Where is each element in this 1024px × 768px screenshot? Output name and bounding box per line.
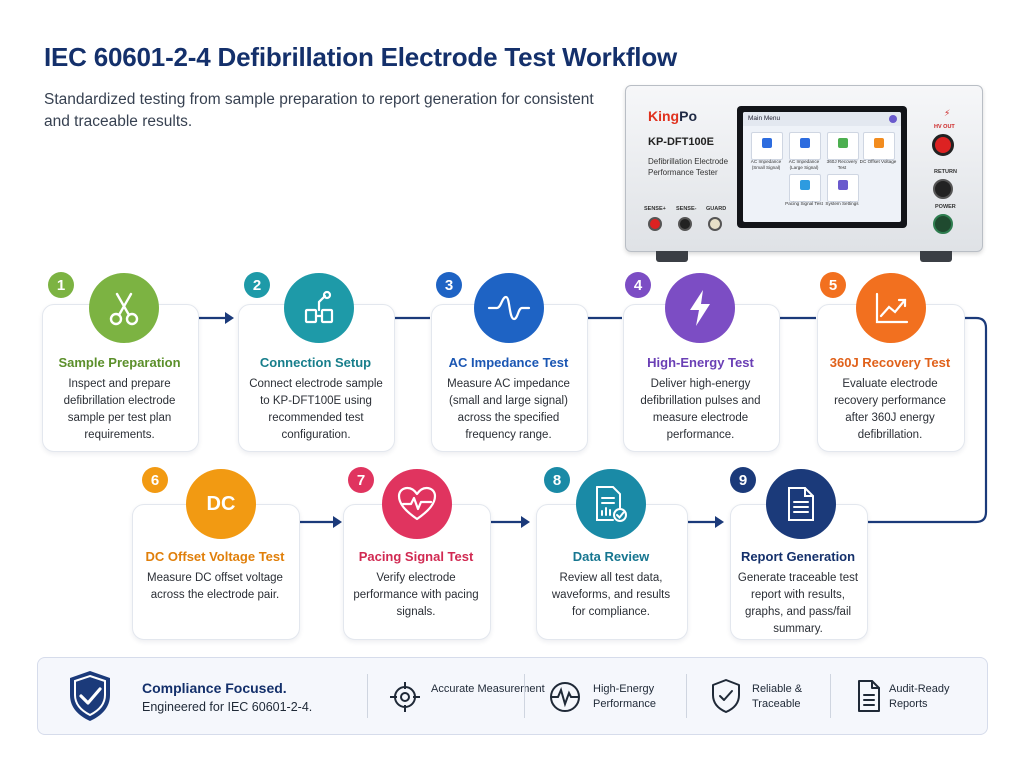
menu-tile-settings	[827, 174, 859, 202]
lightning-icon	[665, 273, 735, 343]
step-number-badge: 1	[48, 272, 74, 298]
report-icon	[766, 469, 836, 539]
gear-icon	[889, 115, 897, 123]
feature-label: Audit-Ready Reports	[889, 683, 950, 710]
step-title: High-Energy Test	[647, 355, 754, 370]
menu-tile-pacing	[789, 174, 821, 202]
pulse-icon	[548, 680, 582, 719]
heart-pulse-icon	[382, 469, 452, 539]
arrowhead	[715, 516, 724, 528]
menu-label: Pacing Signal Test	[785, 201, 823, 206]
power-button	[933, 214, 953, 234]
device-description: Defibrillation Electrode Performance Tes…	[648, 157, 729, 177]
device-model: KP-DFT100E	[648, 136, 715, 148]
divider	[686, 674, 687, 718]
device-brand: KingPo	[648, 108, 697, 124]
step-number-badge: 3	[436, 272, 462, 298]
tester-device: KingPo KP-DFT100E Defibrillation Electro…	[625, 85, 983, 262]
arrowhead	[225, 312, 234, 324]
guard-jack	[708, 217, 722, 231]
page-title: IEC 60601-2-4 Defibrillation Electrode T…	[44, 42, 678, 72]
connection-icon	[284, 273, 354, 343]
step-description: Deliver high-energy defibrillation pulse…	[640, 378, 761, 441]
device-foot	[656, 251, 688, 262]
jack-label: GUARD	[706, 206, 727, 212]
menu-tile-dc-offset	[863, 132, 895, 160]
step-description: Measure DC offset voltage across the ele…	[147, 572, 283, 601]
arrowhead	[333, 516, 342, 528]
step-number-badge: 7	[348, 467, 374, 493]
jack-label: HV OUT	[934, 124, 955, 130]
sense-positive-jack	[648, 217, 662, 231]
jack-label: POWER	[935, 204, 956, 210]
menu-label: System Settings	[825, 201, 859, 206]
screen-header: Main Menu	[743, 112, 901, 126]
jack-label: SENSE-	[676, 206, 697, 212]
step-number-badge: 6	[142, 467, 168, 493]
compliance-title: Compliance Focused.	[142, 680, 287, 696]
step-number-badge: 4	[625, 272, 651, 298]
step-description: Inspect and prepare defibrillation elect…	[63, 378, 176, 441]
step-description: Review all test data, waveforms, and res…	[551, 572, 671, 618]
step-number-badge: 8	[544, 467, 570, 493]
step-title: 360J Recovery Test	[829, 355, 951, 370]
step-title: DC Offset Voltage Test	[145, 549, 285, 564]
trend-chart-icon	[856, 273, 926, 343]
menu-tile-recovery	[827, 132, 859, 160]
menu-tile-ac-small	[751, 132, 783, 160]
shield-check-icon	[66, 669, 114, 728]
step-number-badge: 2	[244, 272, 270, 298]
device-foot	[920, 251, 952, 262]
step-title: Data Review	[572, 549, 650, 564]
compliance-subtitle: Engineered for IEC 60601-2-4.	[142, 700, 313, 714]
step-number-badge: 9	[730, 467, 756, 493]
step-number-badge: 5	[820, 272, 846, 298]
compliance-bar: Compliance Focused. Engineered for IEC 6…	[37, 657, 988, 735]
step-description: Verify electrode performance with pacing…	[353, 572, 479, 618]
divider	[524, 674, 525, 718]
step-title: Pacing Signal Test	[358, 549, 474, 564]
jack-label: RETURN	[934, 169, 957, 175]
device-screen: Main Menu AC Impedance (Small Signal) AC…	[737, 106, 907, 228]
jack-label: SENSE+	[644, 206, 666, 212]
lightning-icon: ⚡	[944, 108, 951, 118]
arrowhead	[521, 516, 530, 528]
divider	[367, 674, 368, 718]
document-icon	[856, 679, 882, 718]
scissors-icon	[89, 273, 159, 343]
dc-icon: DC	[186, 469, 256, 539]
divider	[830, 674, 831, 718]
step-title: Sample Preparation	[58, 355, 181, 370]
feature-label: Accurate Measurement	[431, 683, 545, 695]
crosshair-icon	[388, 680, 422, 719]
waveform-icon	[474, 273, 544, 343]
step-description: Measure AC impedance (small and large si…	[447, 378, 570, 441]
feature-label: Reliable & Traceable	[752, 683, 803, 710]
step-title: Report Generation	[740, 549, 856, 564]
sense-negative-jack	[678, 217, 692, 231]
menu-tile-ac-large	[789, 132, 821, 160]
step-title: AC Impedance Test	[448, 355, 569, 370]
step-description: Connect electrode sample to KP-DFT100E u…	[249, 378, 383, 441]
data-document-icon	[576, 469, 646, 539]
step-description: Generate traceable test report with resu…	[737, 572, 859, 635]
return-jack	[933, 179, 953, 199]
step-description: Evaluate electrode recovery performance …	[834, 378, 946, 441]
menu-label: DC Offset Voltage	[859, 159, 897, 164]
feature-label: High-Energy Performance	[593, 683, 656, 710]
page-subtitle: Standardized testing from sample prepara…	[44, 91, 594, 130]
menu-label: 360J Recovery Test	[826, 159, 858, 170]
menu-label: AC Impedance (Small Signal)	[750, 159, 782, 170]
step-title: Connection Setup	[259, 355, 372, 370]
hv-out-jack	[932, 134, 954, 156]
shield-check-icon	[710, 678, 742, 719]
menu-label: AC Impedance (Large Signal)	[788, 159, 820, 170]
